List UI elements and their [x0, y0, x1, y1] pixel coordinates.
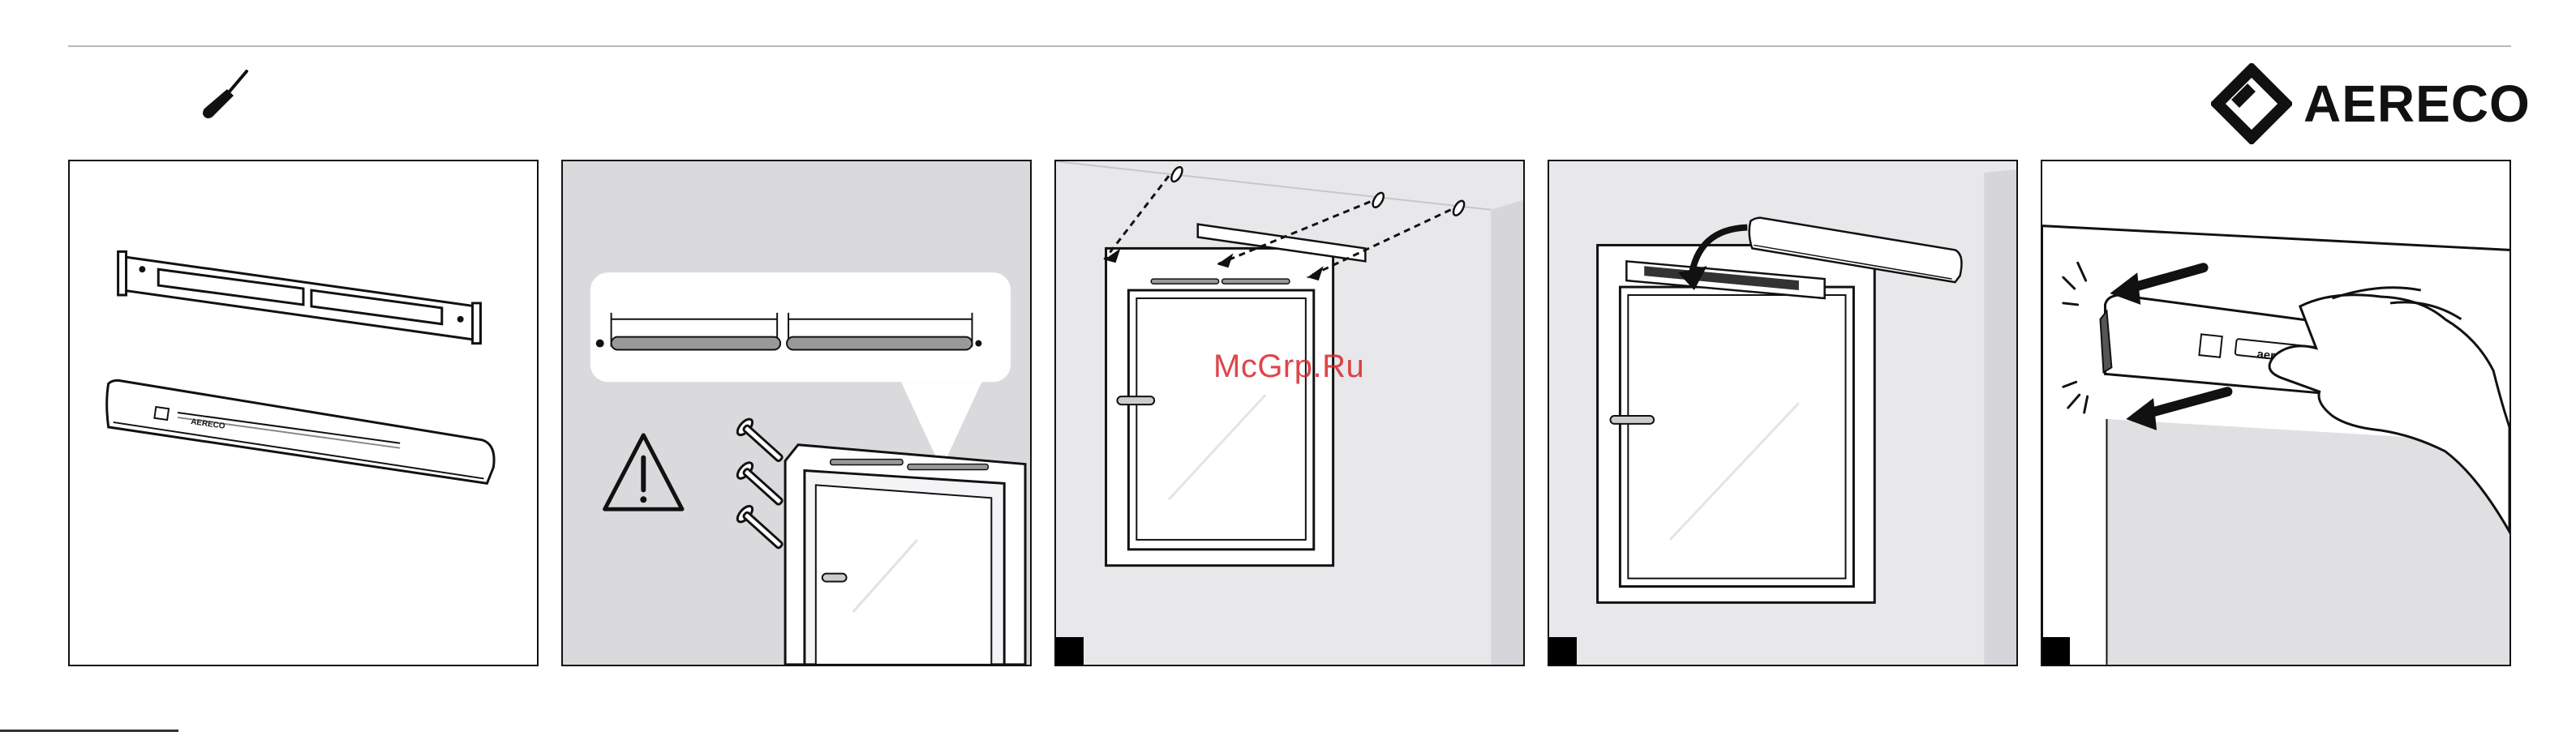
vent-unit: AERECO [107, 380, 494, 483]
window-frame [1106, 248, 1333, 565]
step-marker [1549, 637, 1577, 665]
panel-mount-frame [1054, 160, 1525, 666]
drill-point [596, 340, 604, 348]
screws [735, 417, 788, 554]
window-frame [785, 445, 1025, 665]
warning-triangle-icon [605, 435, 682, 509]
top-rule [68, 45, 2511, 47]
slot-right [787, 337, 972, 350]
aereco-mark-icon [2211, 63, 2292, 144]
window-frame [1598, 245, 1875, 602]
drill-point [975, 340, 981, 347]
panel-drill-warning [561, 160, 1032, 666]
detail-callout [590, 272, 1011, 382]
screwdriver-icon [198, 66, 255, 123]
click-spark-icon [2063, 263, 2088, 413]
panel-attach-vent [1548, 160, 2018, 666]
footer-rule [0, 730, 178, 732]
panel-clip-on: aereco [2041, 160, 2511, 666]
panel-parts: AERECO [68, 160, 539, 666]
slot-left [612, 337, 781, 350]
brand-logo: AERECO [2211, 62, 2519, 146]
brand-name: AERECO [2303, 74, 2531, 134]
mounting-frame [118, 251, 481, 343]
watermark: McGrp.Ru [1213, 349, 1364, 385]
step-marker [1056, 637, 1084, 665]
step-marker [2042, 637, 2070, 665]
